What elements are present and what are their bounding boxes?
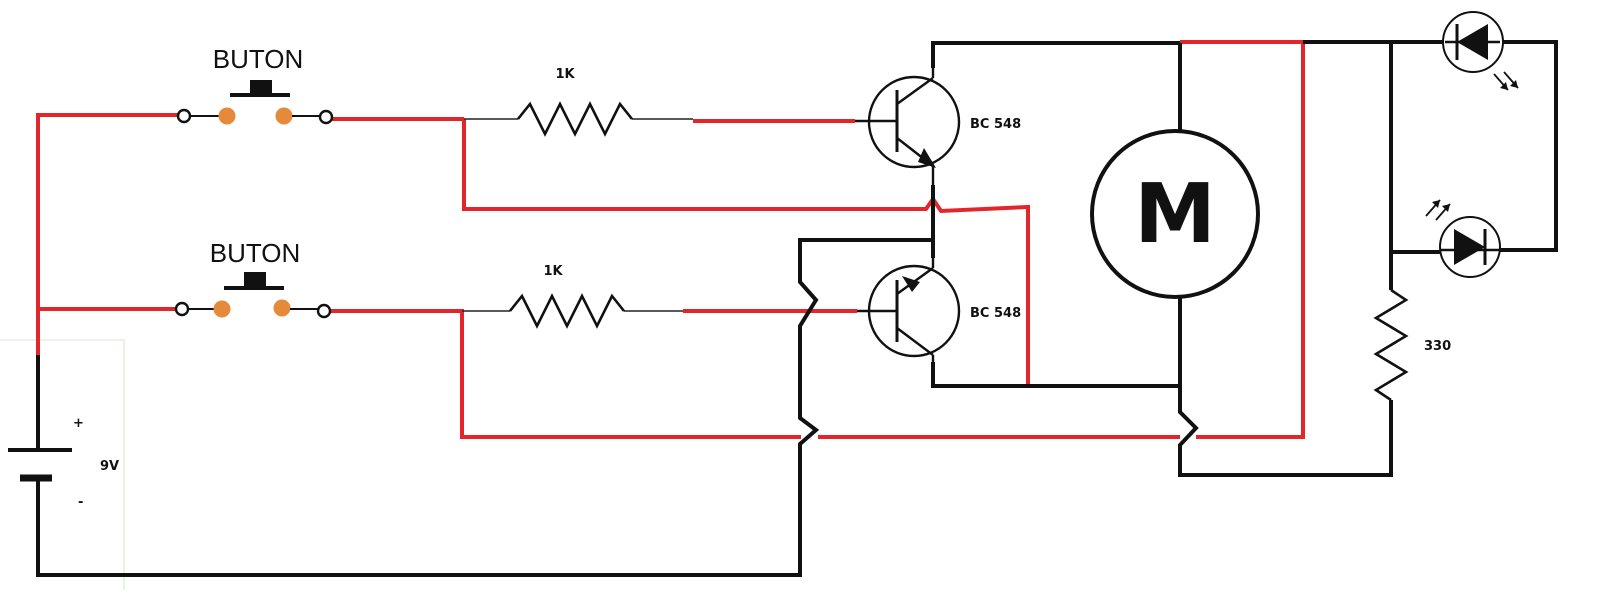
resistor-1k-bottom: 1K: [508, 264, 626, 329]
resistor-330: 330: [1373, 270, 1451, 418]
push-button-2[interactable]: BUTON: [174, 238, 332, 319]
button-1-contact-left: [218, 107, 236, 125]
button-1-cap: [250, 80, 272, 94]
resistor-1k-top: 1K: [516, 67, 634, 137]
transistor-top: BC 548: [855, 68, 1021, 185]
battery-minus: -: [78, 495, 83, 510]
button-2-contact-left: [213, 300, 231, 318]
transistor-1-label: BC 548: [970, 117, 1021, 132]
negative-wires: [36, 40, 1558, 577]
led-top: [1442, 11, 1519, 91]
motor: M: [1090, 129, 1260, 299]
thin-leads: [462, 118, 693, 312]
led-bottom: [1425, 199, 1501, 278]
background-frame: [0, 339, 125, 590]
button-2-cap: [244, 272, 266, 286]
button-2-label: BUTON: [210, 238, 301, 268]
transistor-bottom: BC 548: [857, 258, 1021, 362]
resistor-1-label: 1K: [555, 67, 575, 82]
battery-voltage: 9V: [100, 459, 119, 474]
button-1-label: BUTON: [213, 44, 304, 74]
push-button-1[interactable]: BUTON: [176, 44, 334, 125]
resistor-2-label: 1K: [543, 264, 563, 279]
led-top-light-arrows-icon: [1493, 71, 1519, 91]
led-bottom-light-arrows-icon: [1425, 199, 1451, 221]
transistor-2-label: BC 548: [970, 306, 1021, 321]
resistor-3-label: 330: [1424, 339, 1451, 354]
motor-label: M: [1134, 167, 1216, 262]
button-1-contact-right: [275, 107, 293, 125]
battery: + 9V -: [8, 355, 119, 510]
button-2-contact-right: [273, 299, 291, 317]
battery-plus: +: [73, 416, 84, 431]
